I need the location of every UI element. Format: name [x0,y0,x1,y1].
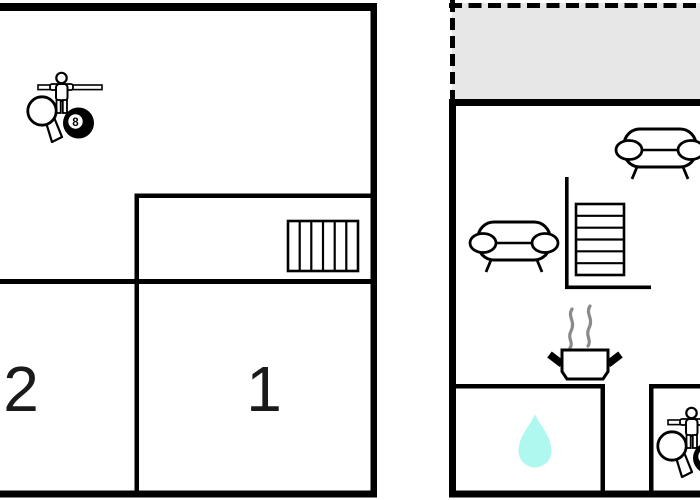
sofa-icon [614,127,700,181]
right-floor-plan [449,0,700,498]
right-top-wall [449,99,700,106]
stair-wall-vertical [565,177,569,289]
bathroom-top-wall [452,384,605,389]
game-room-icons [26,71,104,144]
water-drop-icon [518,414,552,468]
left-interior-wall-horizontal-lower [0,279,377,284]
bathroom-right-wall [600,384,605,497]
games-room-icons [656,406,700,479]
cooking-pot-icon [547,304,623,381]
sofa-icon [468,220,560,274]
room-2-label: 2 [3,353,39,425]
room-1-label: 1 [246,353,282,425]
games-room-top-wall [649,384,700,389]
left-interior-wall-horizontal-upper [134,193,377,198]
right-bottom-wall [449,490,700,498]
left-bottom-wall [0,490,377,498]
left-interior-wall-vertical [134,193,139,497]
left-top-wall [0,3,377,11]
stair-wall-horizontal [565,285,651,290]
right-left-wall [449,99,456,497]
left-right-wall [370,3,377,497]
terrace-area [452,3,700,100]
left-floor-plan: 2 1 [0,3,377,498]
stairs-icon [286,219,360,273]
stairs-icon [574,202,626,277]
steam-icon [568,304,593,350]
games-room-left-wall [649,384,654,497]
